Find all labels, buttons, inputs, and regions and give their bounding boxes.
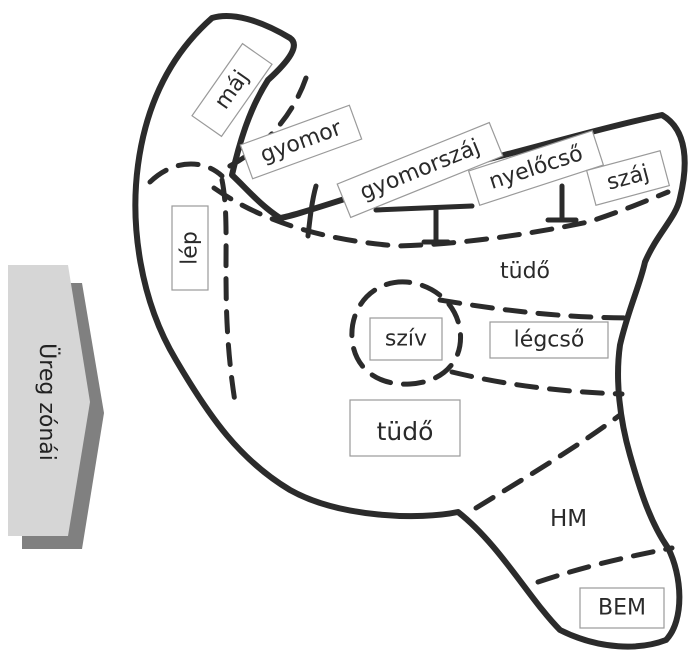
zone-lep: lép	[171, 205, 209, 291]
zone-hm-label: HM	[550, 506, 587, 532]
zone-bem: BEM	[579, 587, 665, 629]
zone-sziv: szív	[369, 317, 443, 361]
zone-tudo-bottom-tag	[349, 399, 461, 457]
connector-gyomor	[305, 183, 319, 239]
zone-gyomorszaj-tag	[336, 121, 504, 219]
zone-tudo-bottom-label: tüdő	[377, 417, 434, 446]
zone-lep-label: lép	[178, 231, 203, 265]
zone-lep-tag	[171, 205, 209, 291]
border-sziv	[349, 279, 464, 387]
zone-tudo-top-label: tüdő	[500, 259, 550, 284]
border-lep-right	[219, 177, 239, 411]
zone-legcso: légcső	[489, 321, 609, 359]
zone-szaj: száj	[585, 150, 671, 206]
zone-tudo-bottom: tüdő	[349, 399, 461, 457]
cavity-outline	[132, 13, 688, 650]
zone-sziv-label: szív	[385, 327, 427, 352]
border-upper-organs	[211, 185, 671, 249]
border-legcso-top	[437, 297, 639, 321]
zone-bem-label: BEM	[598, 596, 646, 621]
zone-legcso-tag	[489, 321, 609, 359]
border-legcso-bottom	[449, 369, 625, 397]
border-hm-bem	[535, 545, 675, 585]
side-arrow-label: Üreg zónái	[34, 343, 60, 461]
border-tudo-hm	[473, 412, 623, 511]
zone-gyomor-tag	[239, 104, 363, 180]
zone-nyelocso-tag	[467, 130, 605, 206]
side-arrow-face	[8, 265, 90, 536]
side-arrow: Üreg zónái	[8, 265, 104, 549]
zone-sziv-tag	[369, 317, 443, 361]
border-lep-top	[147, 161, 225, 185]
connector-gyomorszaj-bar	[373, 203, 475, 213]
zone-gyomor: gyomor	[239, 104, 363, 180]
border-maj-gyomor	[223, 75, 309, 171]
zone-bem-tag	[579, 587, 665, 629]
zone-legcso-label: légcső	[514, 328, 585, 353]
zone-szaj-tag	[585, 150, 671, 206]
zone-maj-tag	[191, 42, 273, 138]
